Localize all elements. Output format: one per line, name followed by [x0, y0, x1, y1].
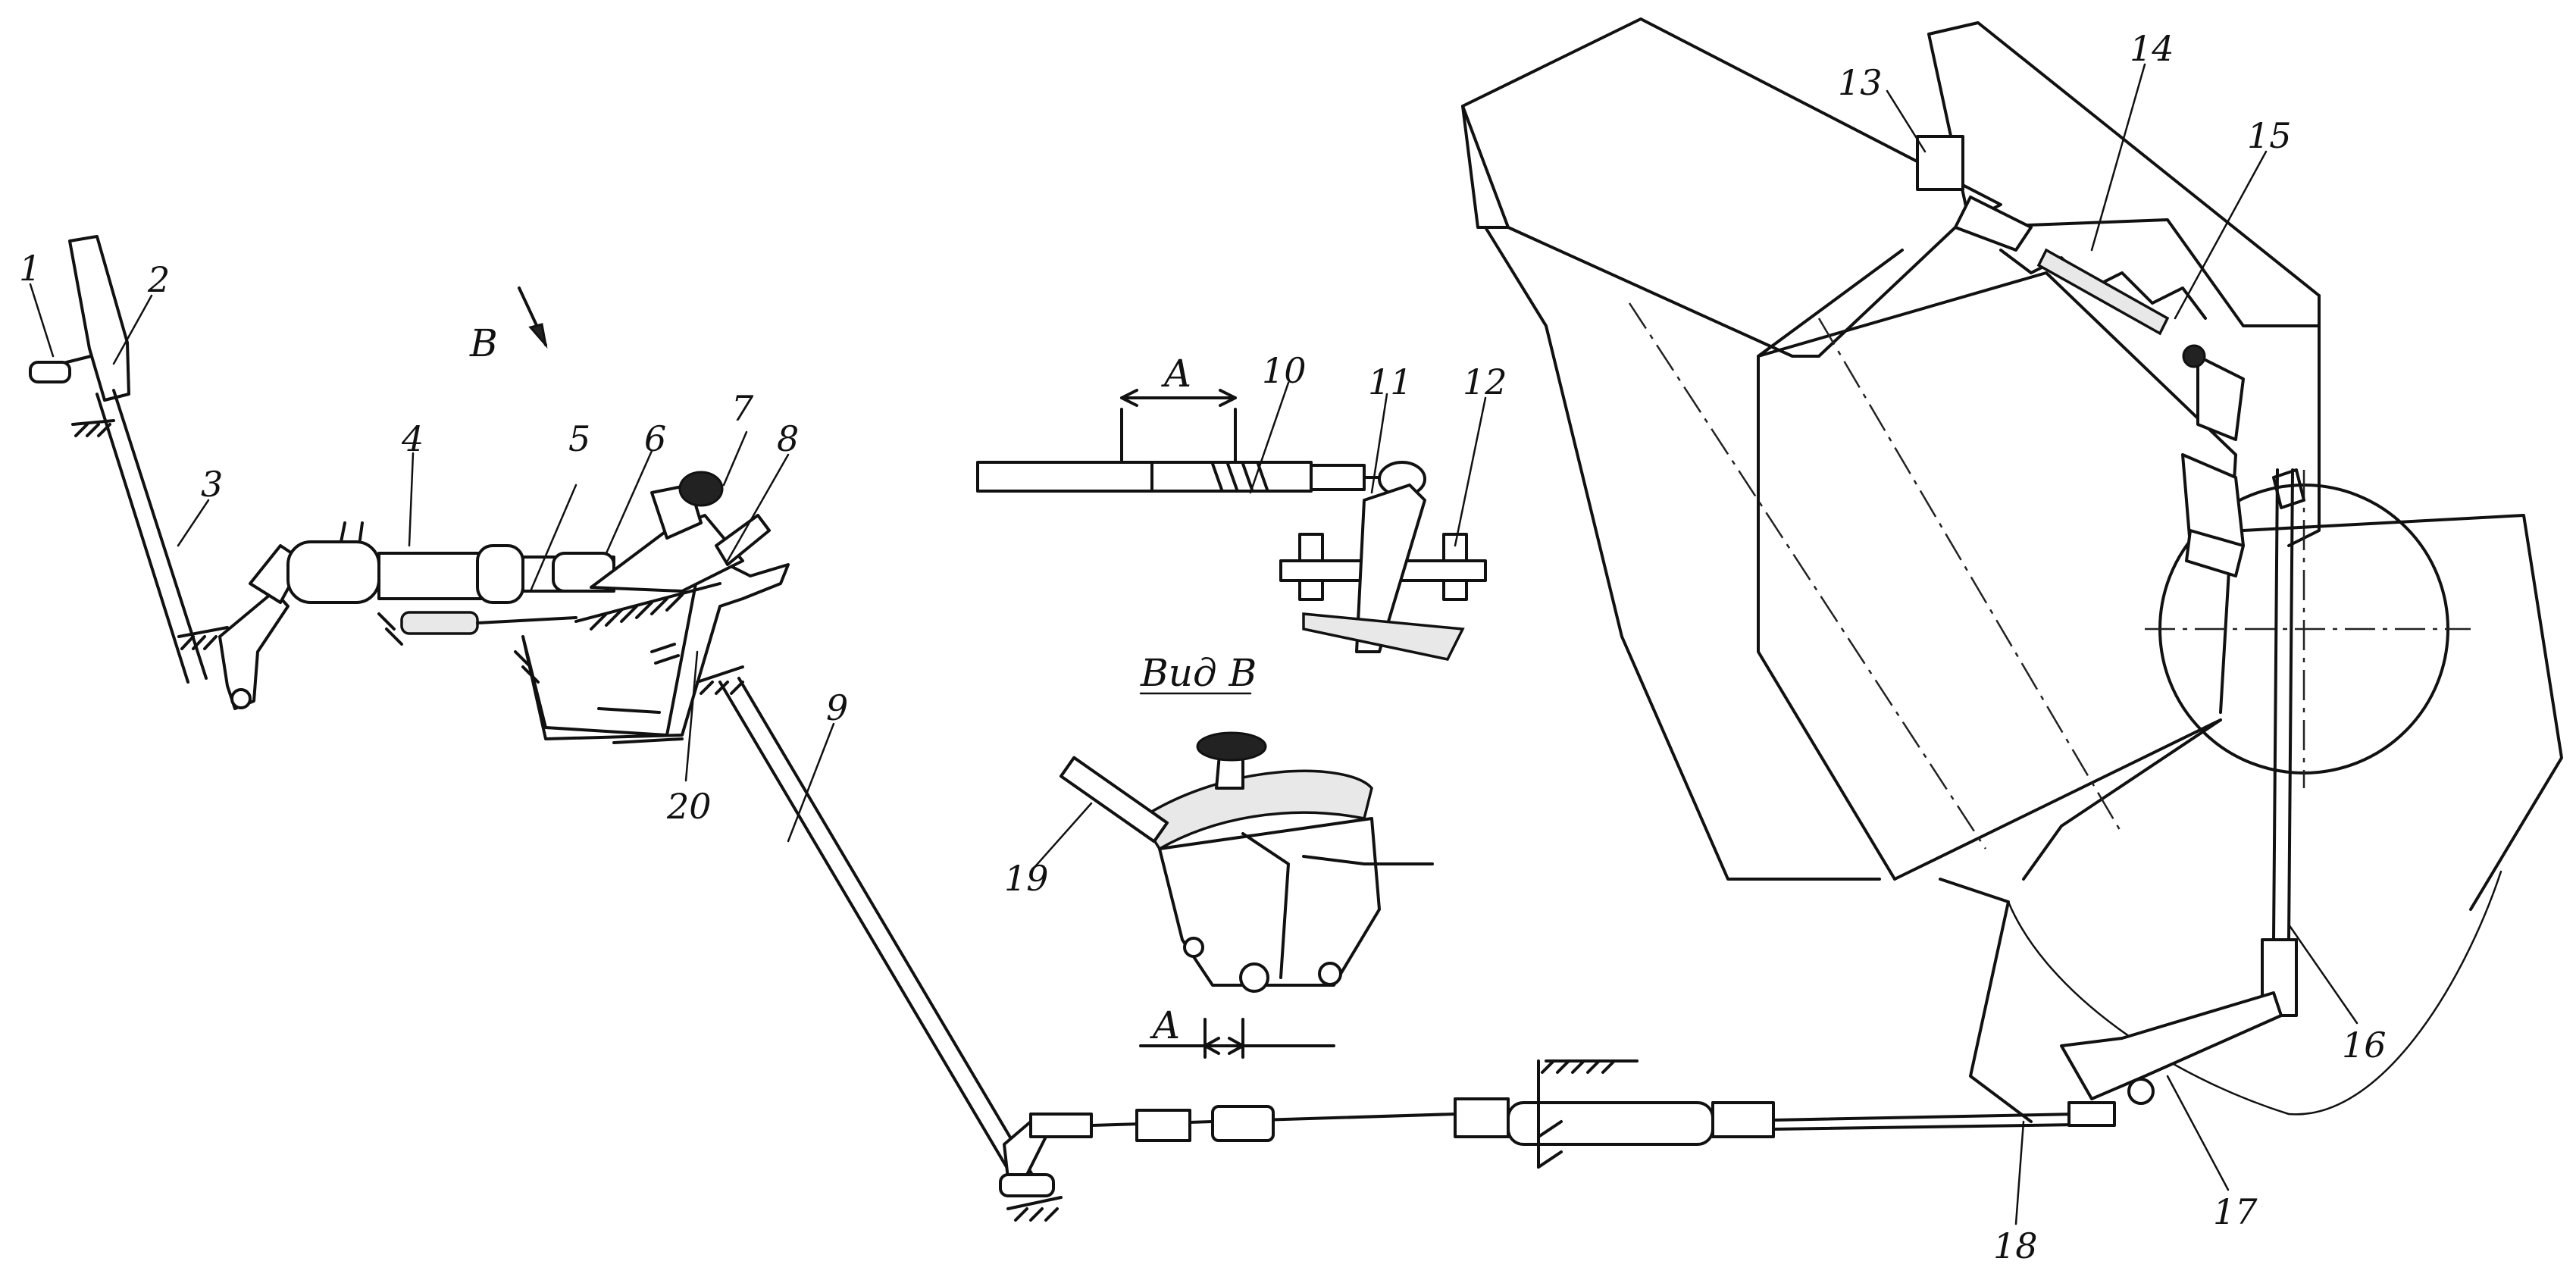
callout-13: 13: [1838, 62, 1883, 103]
leader-lines: [29, 63, 2358, 1225]
dimension-a-bottom: А: [1150, 1003, 1181, 1047]
callout-17: 17: [2213, 1191, 2258, 1232]
callout-12: 12: [1463, 361, 1507, 402]
callout-15: 15: [2247, 115, 2292, 156]
view-arrow-b: [518, 286, 548, 349]
callout-8: 8: [777, 418, 799, 459]
rod-9: [696, 665, 1063, 1222]
callout-1: 1: [19, 248, 41, 289]
callout-14: 14: [2130, 28, 2174, 69]
rod-18: [1029, 1059, 2078, 1169]
control-quadrant: [514, 471, 790, 744]
callout-4: 4: [401, 418, 424, 459]
housing: [1461, 17, 2563, 1123]
callout-18: 18: [1993, 1225, 2038, 1266]
callout-5: 5: [568, 418, 590, 459]
callout-19: 19: [1004, 858, 1049, 899]
cylinder-assembly: [249, 521, 615, 646]
detail-inset-view-b: [1059, 731, 1434, 1059]
callout-2: 2: [147, 259, 170, 300]
view-b-caption: Вид В: [1140, 651, 1257, 695]
callout-16: 16: [2342, 1025, 2387, 1066]
callout-10: 10: [1262, 350, 1307, 391]
callout-3: 3: [201, 464, 223, 505]
callout-6: 6: [644, 418, 666, 459]
pedal-assembly: [29, 235, 290, 710]
callout-11: 11: [1368, 361, 1413, 402]
dimension-a-top: А: [1161, 352, 1192, 396]
callout-7: 7: [731, 388, 754, 429]
callout-9: 9: [826, 687, 848, 728]
detail-inset-top: [976, 389, 1487, 661]
linkage-13-15: [1916, 135, 2305, 577]
callout-20: 20: [666, 786, 712, 827]
view-arrow-label: В: [469, 321, 498, 365]
callout-labels: 1 2 3 4 5 6 7 8 9 10 11 12 13 14 15 16 1…: [19, 28, 2387, 1266]
rod-16-lever-17: [2060, 468, 2298, 1127]
